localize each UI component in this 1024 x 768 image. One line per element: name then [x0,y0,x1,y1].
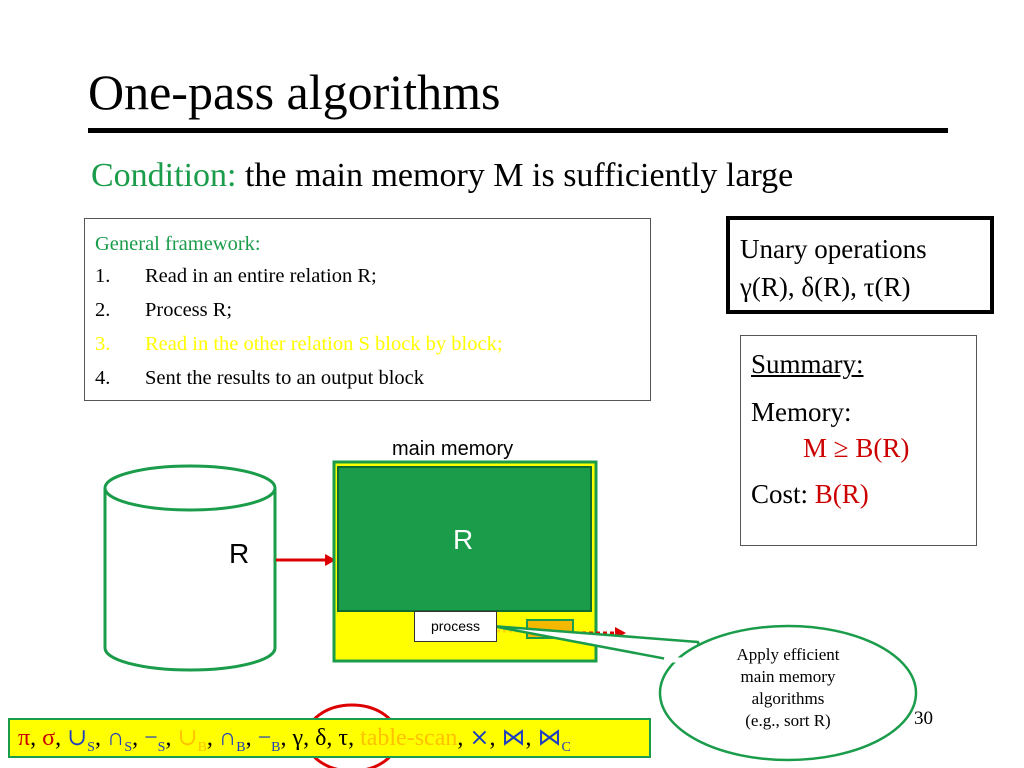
callout-line: main memory [740,667,836,686]
callout-line: (e.g., sort R) [745,711,831,730]
buffer-relation-label: R [453,524,474,555]
main-memory-label: main memory [392,438,514,460]
op-set-union: ∪S [67,725,95,755]
unary-ops: γ(R), δ(R), τ(R) [740,272,911,302]
cost-value: B(R) [814,479,869,509]
memory-value: M ≥ B(R) [803,433,910,463]
op-projection: π [18,725,31,751]
disk-cylinder-icon [103,464,277,672]
framework-title: General framework: [95,233,261,255]
step-number: 1. [95,265,111,287]
summary-title: Summary: [751,349,864,379]
callout-text: Apply efficient main memory algorithms (… [698,644,878,732]
condition-text: the main memory M is sufficiently large [236,157,794,194]
callout-bubble [490,624,918,762]
step-number: 2. [95,299,111,321]
framework-step: 2. Process R; [95,293,650,327]
op-grouping: γ [292,725,304,751]
op-bag-union: ∪B [177,725,207,755]
operators-bar: π, σ, ∪S, ∩S, −S, ∪B, ∩B, −B, γ, δ, τ, t… [8,718,651,758]
op-bag-difference: −B [257,725,281,755]
op-set-difference: −S [144,725,166,755]
memory-label: Memory: [751,397,852,427]
step-text: Sent the results to an output block [145,367,424,389]
op-table-scan: table-scan [360,725,458,751]
cost-label: Cost: [751,479,809,509]
disk-relation-label: R [229,538,250,569]
op-sorting: τ [338,725,349,751]
framework-step: 4. Sent the results to an output block [95,361,650,395]
condition-line: Condition: the main memory M is sufficie… [91,154,793,198]
op-duplicate-elimination: δ [315,725,327,751]
framework-step-highlighted: 3. Read in the other relation S block by… [95,327,650,361]
title-underline [88,128,948,133]
op-join: ⋈ [501,725,526,751]
framework-box: General framework: 1. Read in an entire … [84,218,651,401]
op-selection: σ [42,725,56,751]
process-box: process [414,611,497,642]
callout-line: Apply efficient [736,645,840,664]
page-title: One-pass algorithms [88,64,501,120]
step-text: Process R; [145,299,233,321]
op-cross-product: ⨯ [469,725,490,751]
relation-buffer [337,466,592,612]
unary-operations-box: Unary operations γ(R), δ(R), τ(R) [726,216,994,314]
op-theta-join: ⋈C [537,725,571,755]
callout-line: algorithms [751,689,825,708]
cost-row: Cost: B(R) [751,476,976,512]
summary-box: Summary: Memory: M ≥ B(R) Cost: B(R) [740,335,977,546]
read-arrow [276,554,336,566]
step-number: 4. [95,367,111,389]
step-text: Read in an entire relation R; [145,265,377,287]
op-set-intersection: ∩S [106,725,133,755]
framework-step: 1. Read in an entire relation R; [95,259,650,293]
unary-title: Unary operations [740,234,927,264]
slide-number: 30 [914,708,933,729]
step-number: 3. [95,333,111,355]
condition-label: Condition: [91,157,237,194]
step-text: Read in the other relation S block by bl… [145,333,503,355]
op-bag-intersection: ∩B [218,725,246,755]
